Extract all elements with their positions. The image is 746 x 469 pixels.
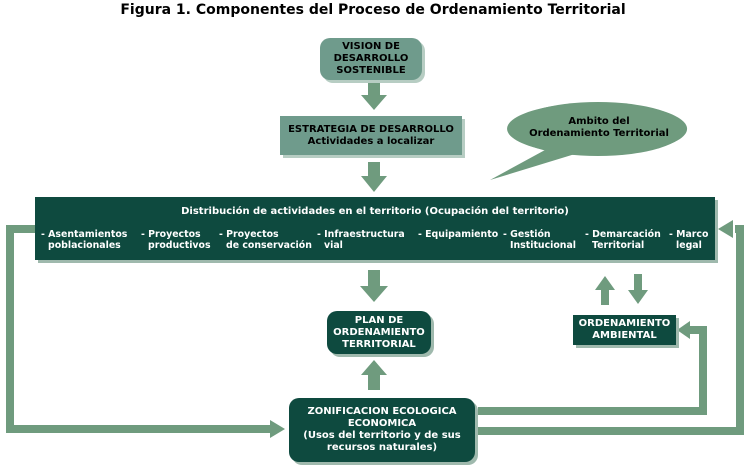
plan-line2: ORDENAMIENTO <box>333 326 425 338</box>
vision-line3: SOSTENIBLE <box>336 65 406 76</box>
right-loop-line <box>478 225 744 435</box>
zonificacion-line1: ZONIFICACION ECOLOGICA <box>307 406 457 417</box>
plan-box: PLAN DE ORDENAMIENTO TERRITORIAL <box>327 311 431 354</box>
vision-line1: VISION DE <box>342 41 400 52</box>
item-line: Territorial <box>592 240 645 251</box>
arrow-ambiental-up <box>595 276 615 305</box>
ambito-line1: Ambito del <box>568 116 630 127</box>
item-line: productivos <box>148 240 211 251</box>
left-loop-arrowhead <box>270 420 285 438</box>
distribucion-title: Distribución de actividades en el territ… <box>181 206 569 217</box>
item-line: - Marco <box>669 229 709 240</box>
plan-line3: TERRITORIAL <box>342 338 416 350</box>
zonificacion-box: ZONIFICACION ECOLOGICA ECONOMICA (Usos d… <box>289 398 475 462</box>
estrategia-line1: ESTRATEGIA DE DESARROLLO <box>288 123 454 135</box>
item-line: - Demarcación <box>585 229 661 240</box>
distribucion-box: Distribución de actividades en el territ… <box>35 197 715 260</box>
item-gestion: - Gestión Institucional <box>503 229 576 251</box>
ambiental-loop-arrowhead <box>677 321 690 339</box>
ambito-bubble-body <box>511 102 685 156</box>
arrow-distribucion-plan <box>360 270 388 302</box>
item-line: - Infraestructura <box>317 229 405 240</box>
estrategia-box: ESTRATEGIA DE DESARROLLO Actividades a l… <box>280 116 462 155</box>
item-line: legal <box>676 240 702 251</box>
vision-line2: DESARROLLO <box>333 53 409 64</box>
arrow-ambiental-down <box>628 274 648 304</box>
ambito-label: Ambito del Ordenamiento Territorial <box>514 116 684 140</box>
vision-box: VISION DE DESARROLLO SOSTENIBLE <box>320 38 422 80</box>
item-infraestructura: - Infraestructura vial <box>317 229 405 251</box>
ambiental-line1: ORDENAMIENTO <box>578 318 671 329</box>
right-loop-arrowhead <box>718 220 733 238</box>
zonificacion-line3: (Usos del territorio y de sus <box>303 430 461 441</box>
item-line: - Proyectos <box>219 229 279 240</box>
item-proyectos-conservacion: - Proyectos de conservación <box>219 229 312 251</box>
item-line: - Asentamientos <box>41 229 128 240</box>
item-proyectos-productivos: - Proyectos productivos <box>141 229 211 251</box>
left-loop-line <box>6 225 270 433</box>
item-equipamiento: - Equipamiento <box>418 229 498 240</box>
ambiental-line2: AMBIENTAL <box>592 330 657 341</box>
item-asentamientos: - Asentamientos poblacionales <box>41 229 127 251</box>
item-line: de conservación <box>226 240 312 251</box>
plan-line1: PLAN DE <box>354 314 404 326</box>
arrow-estrategia-distribucion <box>361 162 387 192</box>
item-line: vial <box>324 240 343 251</box>
ambiental-loop-line <box>478 326 707 415</box>
figure-title: Figura 1. Componentes del Proceso de Ord… <box>120 2 626 18</box>
item-line: - Gestión <box>503 229 551 240</box>
item-line: - Proyectos <box>141 229 201 240</box>
estrategia-line2: Actividades a localizar <box>307 135 435 147</box>
ambito-line2: Ordenamiento Territorial <box>529 128 669 139</box>
ambiental-box: ORDENAMIENTO AMBIENTAL <box>573 315 676 345</box>
arrow-zonificacion-plan <box>361 360 387 390</box>
zonificacion-line2: ECONOMICA <box>347 418 417 429</box>
zonificacion-line4: recursos naturales) <box>326 442 438 453</box>
arrow-vision-estrategia <box>361 82 387 110</box>
item-line: poblacionales <box>48 240 121 251</box>
item-line: - Equipamiento <box>418 229 499 240</box>
item-marco-legal: - Marco legal <box>669 229 708 251</box>
item-demarcacion: - Demarcación Territorial <box>585 229 661 251</box>
item-line: Institucional <box>510 240 577 251</box>
